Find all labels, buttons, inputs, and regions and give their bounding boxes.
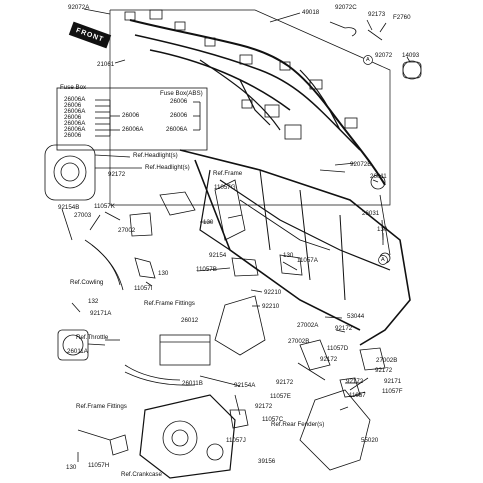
part-label: 26011A [67, 348, 88, 355]
part-label: 11057C [262, 416, 284, 423]
part-label: 92154 [209, 252, 227, 259]
part-label: 130 [203, 219, 214, 226]
part-label: 26031 [362, 210, 380, 217]
part-label: 21061 [97, 61, 115, 68]
part-label: 92172 [276, 379, 294, 386]
fuse-box-item: 26006 [64, 132, 82, 139]
part-label: 11057 [349, 392, 366, 399]
part-label: 11057K [94, 203, 115, 210]
part-label: 14093 [402, 52, 420, 59]
ref-label: Ref.Headlight(s) [145, 164, 190, 171]
part-label: 92171A [90, 310, 112, 317]
part-label: 92072B [350, 161, 372, 168]
part-label: 11057A [297, 257, 318, 264]
fuse-box-item: 26006A [64, 108, 86, 115]
part-label: 27003 [74, 212, 92, 219]
part-label: 11057G [214, 184, 236, 191]
part-label: 130 [66, 464, 77, 471]
part-label: 49018 [302, 9, 320, 16]
part-label: 92171 [384, 378, 402, 385]
part-label: 92172 [255, 403, 273, 410]
ref-label: Ref.Throttle [76, 334, 109, 341]
part-label: 11057H [88, 462, 110, 469]
fuse-box-item: 26006A [64, 120, 86, 127]
part-label: 27002 [118, 227, 136, 234]
fuse-box-abs-item: 26006 [170, 112, 188, 119]
part-label: 11057B [196, 266, 217, 273]
part-label: 27002B [288, 338, 310, 345]
fuse-box-abs-title: Fuse Box(ABS) [160, 90, 203, 97]
part-label: 92072C [335, 4, 357, 11]
fuse-box-abs-item: 26006 [170, 98, 188, 105]
part-label: 92172 [375, 367, 393, 374]
part-label: 92210 [264, 289, 282, 296]
fuse-box-callout: 26006A [122, 126, 144, 133]
fuse-box-item: 26006A [64, 96, 86, 103]
part-label: 11057J [226, 437, 246, 444]
part-label: 92154A [234, 382, 256, 389]
part-label: 26011 [370, 173, 387, 180]
part-label: 26011B [182, 380, 203, 387]
fuse-box-item: 26006 [64, 114, 82, 121]
connection-marker: A [366, 57, 370, 63]
fuse-box-item: 26006A [64, 126, 86, 133]
part-label: 92172 [108, 171, 126, 178]
part-label: 92154B [58, 204, 80, 211]
fuse-box-item: 26006 [64, 102, 82, 109]
part-label: 130 [377, 226, 388, 233]
fuse-box-abs-item: 26006A [166, 126, 188, 133]
part-label: 92172 [335, 325, 353, 332]
part-label: 11057D [327, 345, 349, 352]
part-label: 92210 [262, 303, 280, 310]
part-label: 11057F [382, 388, 403, 395]
part-label: 130 [158, 270, 169, 277]
part-label: 92072 [375, 52, 393, 59]
part-label: 27002A [297, 322, 319, 329]
part-label: 11057I [134, 285, 153, 292]
part-label: 39156 [258, 458, 276, 465]
ref-label: Ref.Crankcase [121, 471, 162, 478]
part-label: 11057E [270, 393, 291, 400]
part-label: 132 [88, 298, 99, 305]
ref-label: Ref.Frame Fittings [144, 300, 195, 307]
fuse-box-callout: 26006 [122, 112, 140, 119]
part-label: 92072A [68, 4, 90, 11]
ref-label: Ref.Cowling [70, 279, 104, 286]
part-label: 92172 [346, 378, 364, 385]
part-label: 55020 [361, 437, 379, 444]
ref-label: Ref.Headlight(s) [133, 152, 178, 159]
part-label: 26012 [181, 317, 199, 324]
ref-label: Ref.Frame Fittings [76, 403, 127, 410]
part-label: 92173 [368, 11, 386, 18]
part-label: 92172 [320, 356, 338, 363]
connection-marker: A [381, 257, 385, 263]
part-label: 130 [283, 252, 294, 259]
fuse-box-title: Fuse Box [60, 84, 87, 91]
part-label: F2760 [393, 14, 411, 21]
ref-label: Ref.Rear Fender(s) [271, 421, 325, 428]
ref-label: Ref.Frame [213, 170, 243, 177]
part-label: 53044 [347, 313, 365, 320]
part-label: 27002B [376, 357, 398, 364]
